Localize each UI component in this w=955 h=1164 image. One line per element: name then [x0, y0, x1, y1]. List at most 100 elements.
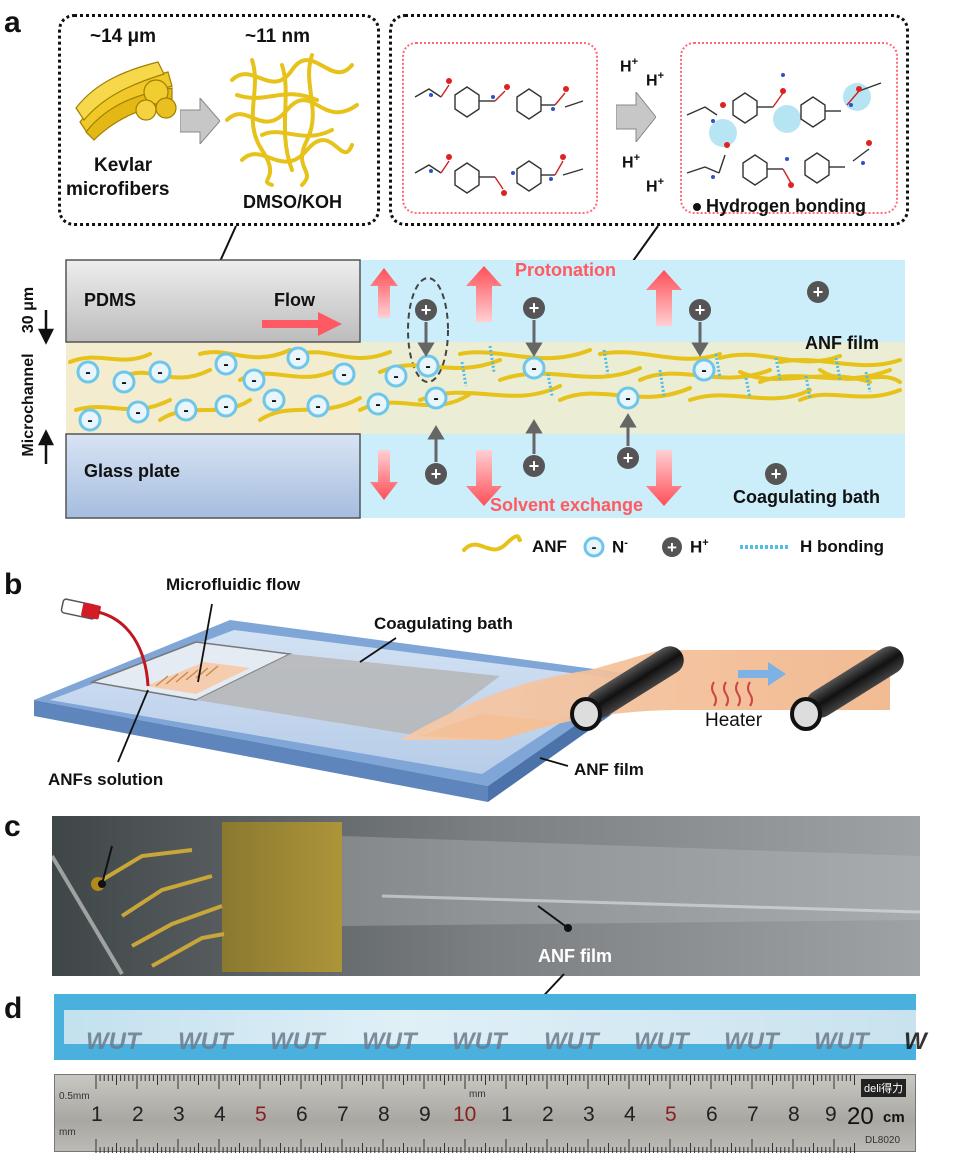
ruler-model-label: DL8020: [865, 1135, 901, 1146]
coagulating-bath-label-b: Coagulating bath: [374, 614, 513, 633]
ruler-number: 7: [337, 1103, 349, 1126]
ruler-number: 7: [747, 1103, 759, 1126]
svg-text:-: -: [375, 396, 380, 413]
svg-text:-: -: [135, 404, 140, 421]
wut-text: WUT: [362, 1028, 417, 1055]
protonation-label: Protonation: [515, 260, 616, 280]
kevlar-label-line1: Kevlar: [94, 155, 153, 176]
svg-text:-: -: [625, 390, 630, 407]
gray-process-arrow-icon: [180, 98, 220, 144]
anf-film-label-c: ANF film: [538, 946, 612, 966]
wut-text: WUT: [270, 1028, 325, 1055]
wut-text: WUT: [544, 1028, 599, 1055]
svg-text:-: -: [315, 398, 320, 415]
coagulating-bath-label-a: Coagulating bath: [733, 487, 880, 507]
ruler-number: 10: [453, 1103, 477, 1126]
svg-text:+: +: [529, 298, 540, 318]
proton-label-3: H+: [622, 152, 640, 172]
svg-text:+: +: [529, 456, 540, 476]
ruler-number: 9: [825, 1103, 837, 1126]
wut-text: WUT: [86, 1028, 141, 1055]
dispersed-nanofibers-icon: [225, 53, 359, 187]
svg-text:-: -: [592, 539, 597, 556]
legend-h-plus-label: H+: [690, 537, 709, 557]
ruler-numbers: 1 2 3 4 5 6 7 8 9 10 1 2 3 4 5 6 7 8 9 2…: [55, 1103, 917, 1130]
ruler-number: 1: [501, 1103, 513, 1126]
anfs-solution-label: ANFs solution: [48, 770, 164, 789]
svg-text:-: -: [531, 360, 536, 377]
svg-text:-: -: [271, 392, 276, 409]
flow-label: Flow: [274, 290, 315, 310]
kevlar-dissolution-box: [58, 14, 380, 226]
anf-film-label-a: ANF film: [805, 333, 879, 353]
microfiber-size-label: ~14 μm: [90, 26, 157, 47]
svg-text:-: -: [701, 362, 706, 379]
svg-text:-: -: [223, 356, 228, 373]
ruler-number: 1: [91, 1103, 103, 1126]
h-bonding-legend-icon: [740, 545, 790, 549]
svg-text:+: +: [667, 538, 677, 557]
ruler-mm-label: mm: [59, 1127, 76, 1138]
kevlar-microfiber-bundle-icon: [75, 61, 177, 141]
hbond-pointer-dot: [693, 203, 701, 211]
ruler-number: 2: [132, 1103, 144, 1126]
ruler-number: 9: [419, 1103, 431, 1126]
ruler-number: 6: [296, 1103, 308, 1126]
ruler-number: 20: [847, 1103, 874, 1130]
anf-film-label-b: ANF film: [574, 760, 644, 779]
wut-text: W: [904, 1028, 927, 1055]
svg-text:-: -: [295, 350, 300, 367]
ruler-number: 8: [788, 1103, 800, 1126]
channel-thickness-label: 30 μm: [20, 286, 37, 334]
svg-text:-: -: [425, 358, 430, 375]
heater-label: Heater: [705, 710, 763, 731]
steel-ruler: 0.5mm mm mm 1 2 3 4 5 6 7 8 9 10 1 2 3 4…: [54, 1074, 917, 1153]
ruler-brand-label: deli得力: [861, 1079, 907, 1097]
svg-text:-: -: [433, 390, 438, 407]
svg-text:-: -: [223, 398, 228, 415]
hydrogen-bonding-label: Hydrogen bonding: [706, 196, 866, 216]
svg-text:-: -: [87, 412, 92, 429]
ruler-number: 4: [624, 1103, 636, 1126]
wut-text: WUT: [814, 1028, 869, 1055]
pdms-label: PDMS: [84, 290, 137, 310]
photo-microfluidic-film: [52, 816, 920, 976]
hydrogen-bonded-anf-molecule-icon: [686, 73, 882, 188]
ruler-number: 5: [255, 1103, 267, 1126]
microfluidic-flow-label: Microfluidic flow: [166, 575, 301, 594]
proton-label-2: H+: [646, 70, 664, 90]
svg-text:-: -: [121, 374, 126, 391]
svg-text:-: -: [393, 368, 398, 385]
microfluidic-setup-scene: [34, 598, 904, 802]
proton-label-4: H+: [646, 176, 664, 196]
panel-d-letter: d: [4, 992, 23, 1025]
ruler-number: 2: [542, 1103, 554, 1126]
anf-anion-structure-box: [402, 42, 598, 214]
protonated-anf-structure-box: [680, 42, 898, 214]
ruler-number: 8: [378, 1103, 390, 1126]
svg-text:+: +: [623, 448, 634, 468]
microchannel-scene: --- --- --- --- --- --- -- +++ +++ ++: [37, 259, 905, 519]
proton-label-1: H+: [620, 56, 638, 76]
wut-text: WUT: [724, 1028, 779, 1055]
nanofiber-size-label: ~11 nm: [245, 26, 310, 47]
protonation-arrow-icon: [616, 92, 656, 142]
svg-text:-: -: [157, 364, 162, 381]
wut-text: WUT: [178, 1028, 233, 1055]
ruler-number: 3: [173, 1103, 185, 1126]
ruler-number: 6: [706, 1103, 718, 1126]
svg-text:-: -: [251, 372, 256, 389]
translucent-anf-film-strip: [64, 1010, 916, 1044]
microchannel-label: Microchannel: [20, 353, 37, 457]
wut-text: WUT: [634, 1028, 689, 1055]
protonation-chemistry-box: [389, 14, 909, 226]
legend-anf-label: ANF: [532, 537, 567, 556]
svg-text:-: -: [85, 364, 90, 381]
ruler-number: 3: [583, 1103, 595, 1126]
svg-text:+: +: [813, 282, 824, 302]
wut-text-row: WUT WUT WUT WUT WUT WUT WUT WUT WUT W: [86, 1028, 936, 1058]
glass-plate-label: Glass plate: [84, 461, 181, 481]
dmso-koh-label: DMSO/KOH: [243, 192, 342, 212]
svg-text:-: -: [183, 402, 188, 419]
anf-legend-icon: [462, 534, 522, 552]
